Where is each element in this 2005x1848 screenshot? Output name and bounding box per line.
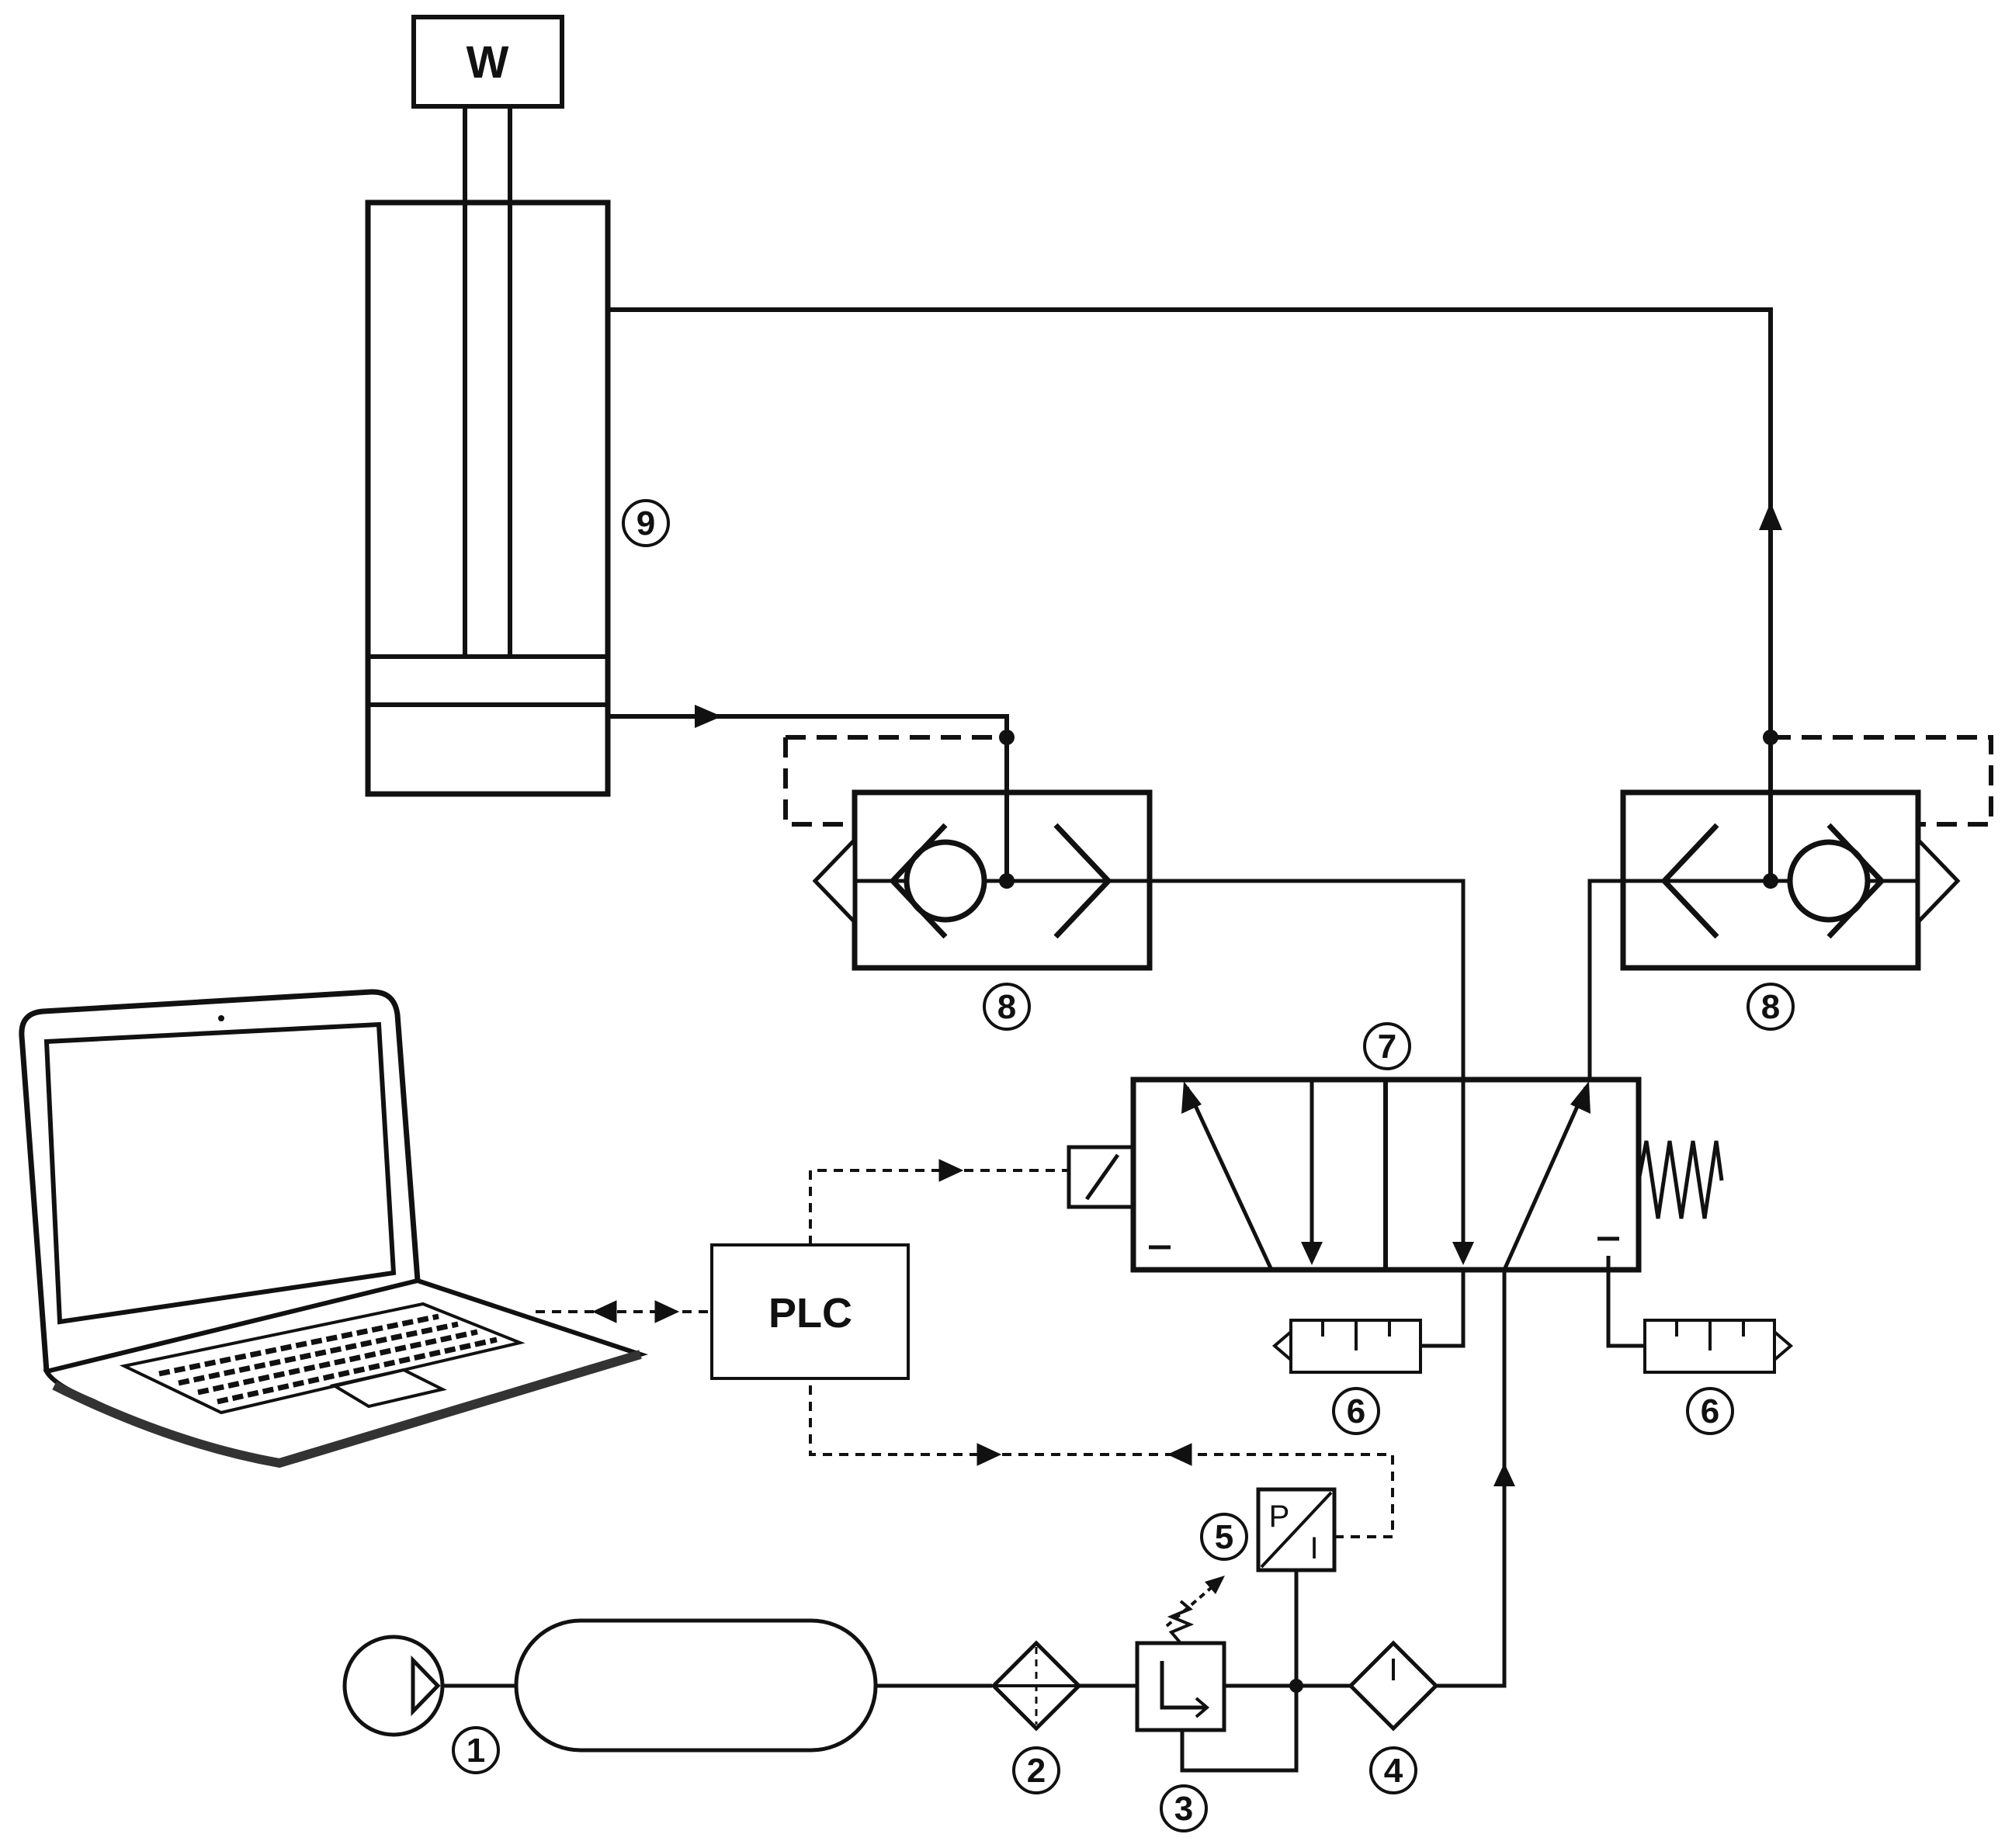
check-ball-right [1787,839,1871,923]
line-cylinder-bottom-to-left-valve [608,705,1009,881]
signal-arrow [654,1300,680,1323]
weight-label: W [467,37,509,88]
callout-numbers [452,499,1795,1832]
callout-8-right [1747,983,1795,1031]
signal-arrow [591,1300,617,1323]
flow-arrow-right [695,705,722,728]
callout-6-left-text: 6 [1347,1392,1365,1430]
laptop-screen [43,1021,397,1325]
pilot-line-right [1771,735,1993,827]
supply-line [1436,1270,1515,1688]
transducer-p-label: P [1269,1500,1290,1534]
signal-arrow [976,1443,1002,1466]
lubricator [1348,1640,1439,1732]
signal-plc-to-solenoid [809,1169,1069,1245]
pilot-check-valve-left [783,730,1153,971]
check-ball-left [904,839,987,923]
pilot-line-left [783,737,855,827]
directional-control-valve [1067,1077,1724,1273]
silencer-left [1271,1270,1466,1374]
pneumatic-cylinder [365,199,611,797]
callout-4-text: 4 [1384,1752,1403,1790]
callout-6-left [1332,1387,1380,1435]
callout-7-text: 7 [1378,1028,1396,1066]
regulator-spring [1167,1600,1195,1645]
air-tank [514,1618,992,1753]
component-labels: W PLC P I [467,37,1319,1565]
callout-1 [452,1726,500,1774]
callout-8-right-text: 8 [1761,988,1780,1026]
webcam [218,1015,224,1021]
transducer-i-label: I [1309,1531,1318,1565]
plc-label: PLC [768,1290,852,1337]
weight-block [411,15,564,109]
callout-5 [1200,1513,1248,1561]
line-cylinder-top-to-right-valve [608,307,1782,881]
signal-transducer-to-plc [809,1378,1394,1538]
callout-number-text: 1 2 3 4 5 6 6 7 8 8 9 [467,504,1780,1828]
callout-3 [1160,1784,1208,1832]
keyboard [119,1302,526,1415]
flow-arrow-up [1759,502,1782,530]
pilot-check-valve-right [1620,730,1993,971]
callout-8-left [983,983,1031,1031]
callout-7 [1363,1022,1411,1070]
callout-9-text: 9 [637,504,655,543]
line-right-check-to-directional-valve [1587,879,1623,1082]
signal-arrow [938,1159,964,1182]
compressor [342,1635,518,1737]
return-spring [1636,1140,1724,1219]
callout-6-right [1686,1387,1734,1435]
check-seat-right [1826,823,1885,939]
silencer-right [1606,1256,1794,1374]
pressure-regulator [1135,1576,1358,1773]
callout-2-text: 2 [1027,1752,1046,1790]
solenoid [1067,1145,1136,1209]
junction-dot [999,730,1015,745]
pressure-transducer [1256,1487,1337,1686]
callout-3-text: 3 [1174,1790,1193,1828]
callout-4 [1369,1746,1417,1794]
line-left-check-to-directional-valve [1150,879,1466,1082]
flow-arrow-up [1493,1463,1515,1486]
callout-9 [622,499,670,547]
laptop [19,989,648,1468]
callout-8-left-text: 8 [997,988,1016,1026]
signal-arrow [1167,1443,1192,1466]
piston-rod [463,106,512,657]
callout-1-text: 1 [467,1732,485,1770]
check-seat-left [889,823,948,939]
callout-2 [1012,1746,1060,1794]
touchpad [329,1368,447,1409]
callout-5-text: 5 [1215,1518,1233,1556]
pilot-port-right [1916,834,1961,927]
pilot-port-left [812,834,857,927]
junction-dot [1763,730,1778,745]
air-filter [990,1640,1137,1732]
plc-box [710,1243,910,1380]
callout-6-right-text: 6 [1701,1392,1719,1430]
